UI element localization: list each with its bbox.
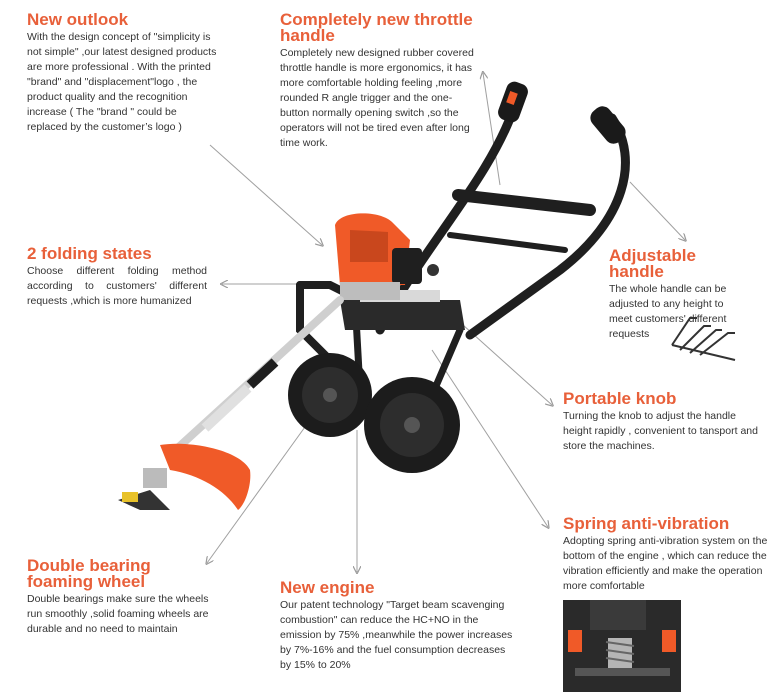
feature-desc: Double bearings make sure the wheels run… [27, 593, 209, 635]
feature-desc: Adopting spring anti-vibration system on… [563, 535, 768, 592]
feature-desc: Completely new designed rubber covered t… [280, 47, 474, 149]
feature-desc: Our patent technology "Target beam scave… [280, 599, 513, 671]
feature-title: New outlook [27, 10, 129, 29]
feature-spring-anti-vibration: Spring anti-vibration Adopting spring an… [563, 514, 768, 594]
feature-portable-knob: Portable knob Turning the knob to adjust… [563, 389, 758, 454]
feature-title: 2 folding states [27, 244, 152, 263]
feature-folding-states: 2 folding states Choose different foldin… [27, 244, 207, 309]
spring-damper-inset [563, 600, 681, 692]
feature-new-outlook: New outlook With the design concept of "… [27, 10, 217, 135]
feature-title: Adjustable handle [609, 246, 696, 281]
feature-desc: Turning the knob to adjust the handle he… [563, 410, 758, 452]
feature-title: Spring anti-vibration [563, 514, 730, 533]
feature-desc: Choose different folding method accordin… [27, 265, 207, 307]
feature-desc: With the design concept of "simplicity i… [27, 31, 217, 133]
callout-arrow [207, 73, 685, 572]
feature-throttle-handle: Completely new throttle handle Completel… [280, 10, 475, 151]
wheel [288, 353, 372, 437]
folding-handle-inset [671, 317, 736, 361]
feature-title: New engine [280, 578, 375, 597]
feature-double-bearing-wheel: Double bearing foaming wheel Double bear… [27, 556, 212, 637]
feature-desc: The whole handle can be adjusted to any … [609, 283, 727, 340]
feature-title: Completely new throttle handle [280, 10, 473, 45]
wheel [364, 377, 460, 473]
feature-adjustable-handle: Adjustable handle The whole handle can b… [609, 246, 749, 342]
feature-title: Double bearing foaming wheel [27, 556, 151, 591]
feature-title: Portable knob [563, 389, 677, 408]
feature-new-engine: New engine Our patent technology "Target… [280, 578, 515, 673]
